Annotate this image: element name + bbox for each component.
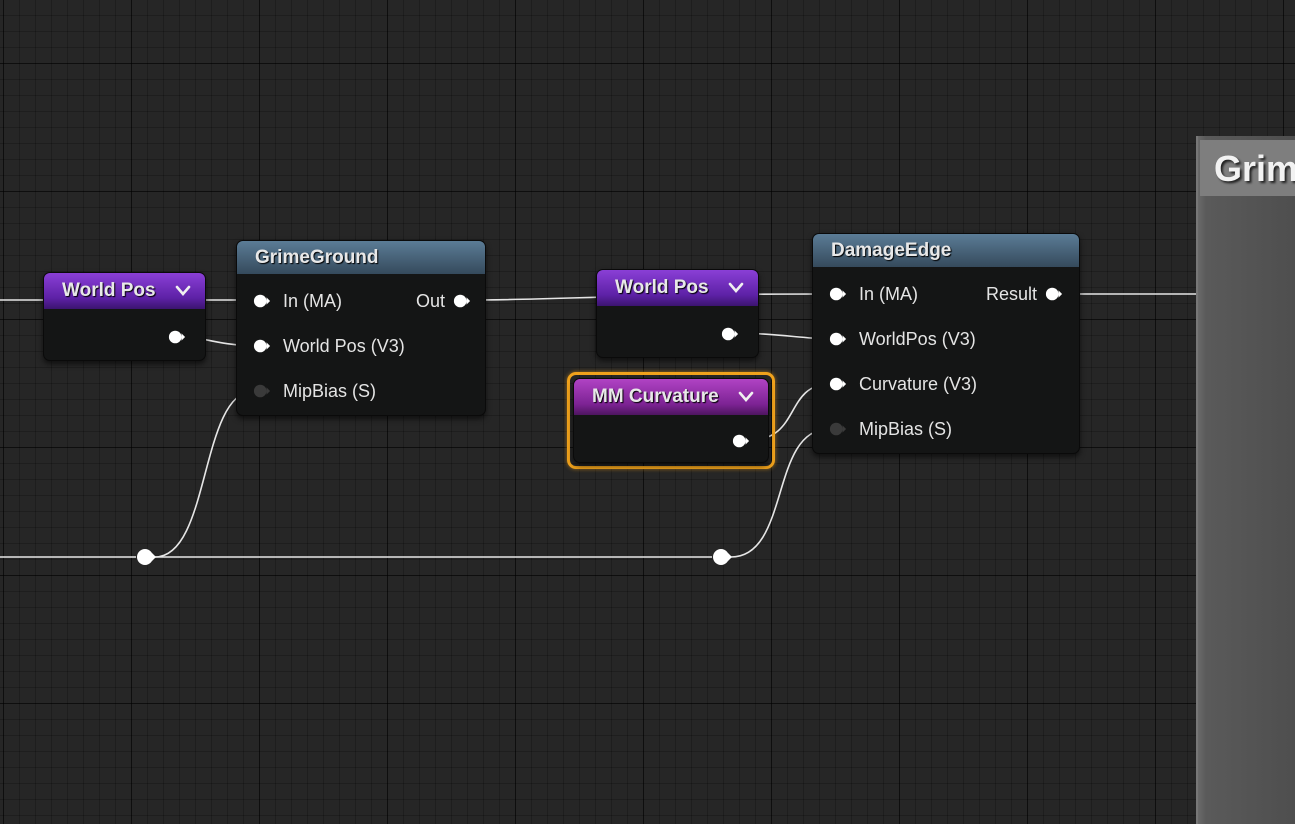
mm-curvature-header[interactable]: MM Curvature bbox=[574, 379, 768, 415]
damage-edge-title: DamageEdge bbox=[831, 240, 952, 261]
damage-edge-output-label: Result bbox=[985, 284, 1037, 304]
world-pos-node-2-title: World Pos bbox=[615, 277, 709, 298]
pin-connected-icon bbox=[829, 377, 847, 391]
chevron-down-icon[interactable] bbox=[175, 273, 193, 309]
pin-connected-icon bbox=[168, 330, 186, 344]
world-pos-node-1[interactable]: World Pos bbox=[43, 272, 206, 361]
damage-edge-input-worldpos-label: WorldPos (V3) bbox=[859, 329, 976, 349]
grime-ground-input-worldpos-label: World Pos (V3) bbox=[283, 336, 405, 356]
grime-ground-input-in-label: In (MA) bbox=[283, 291, 343, 311]
pin-connected-icon bbox=[829, 332, 847, 346]
pin-connected-icon bbox=[732, 434, 750, 448]
pin-connected-icon bbox=[253, 294, 271, 308]
mm-curvature-title: MM Curvature bbox=[592, 386, 719, 407]
mm-curvature-node[interactable]: MM Curvature bbox=[573, 378, 769, 463]
world-pos-node-1-title: World Pos bbox=[62, 280, 156, 301]
wire-reroute2-to-damage-mipbias[interactable] bbox=[730, 428, 829, 558]
pin-connected-icon bbox=[453, 294, 471, 308]
comment-box[interactable] bbox=[1196, 136, 1295, 824]
damage-edge-node[interactable]: DamageEdge In (MA) WorldPos (V3) Curvatu… bbox=[812, 233, 1080, 454]
grime-ground-output-out[interactable]: Out bbox=[387, 290, 471, 312]
reroute-node-1[interactable] bbox=[136, 549, 156, 565]
world-pos-node-2-header[interactable]: World Pos bbox=[597, 270, 758, 306]
grime-ground-input-mipbias-label: MipBias (S) bbox=[283, 381, 377, 401]
pin-connected-icon bbox=[829, 287, 847, 301]
grime-ground-node[interactable]: GrimeGround In (MA) World Pos (V3) MipBi… bbox=[236, 240, 486, 416]
pin-unconnected-icon bbox=[829, 422, 847, 436]
pin-connected-icon bbox=[253, 339, 271, 353]
grime-ground-output-label: Out bbox=[415, 291, 445, 311]
damage-edge-input-in-label: In (MA) bbox=[859, 284, 919, 304]
pin-connected-icon bbox=[721, 327, 739, 341]
world-pos-node-2[interactable]: World Pos bbox=[596, 269, 759, 358]
damage-edge-input-mipbias-label: MipBias (S) bbox=[859, 419, 953, 439]
grime-ground-header[interactable]: GrimeGround bbox=[237, 241, 485, 274]
damage-edge-output-result[interactable]: Result bbox=[963, 283, 1063, 305]
reroute-node-2[interactable] bbox=[712, 549, 732, 565]
pin-connected-icon bbox=[1045, 287, 1063, 301]
chevron-down-icon[interactable] bbox=[738, 379, 756, 415]
damage-edge-input-curvature-label: Curvature (V3) bbox=[859, 374, 978, 394]
comment-box-title[interactable]: Grim bbox=[1200, 140, 1295, 196]
wire-reroute-to-grime-mipbias[interactable] bbox=[154, 390, 253, 558]
world-pos-node-1-header[interactable]: World Pos bbox=[44, 273, 205, 309]
pin-unconnected-icon bbox=[253, 384, 271, 398]
chevron-down-icon[interactable] bbox=[728, 270, 746, 306]
mm-curvature-selection-outline bbox=[567, 372, 775, 469]
grime-ground-title: GrimeGround bbox=[255, 247, 379, 268]
damage-edge-header[interactable]: DamageEdge bbox=[813, 234, 1079, 267]
